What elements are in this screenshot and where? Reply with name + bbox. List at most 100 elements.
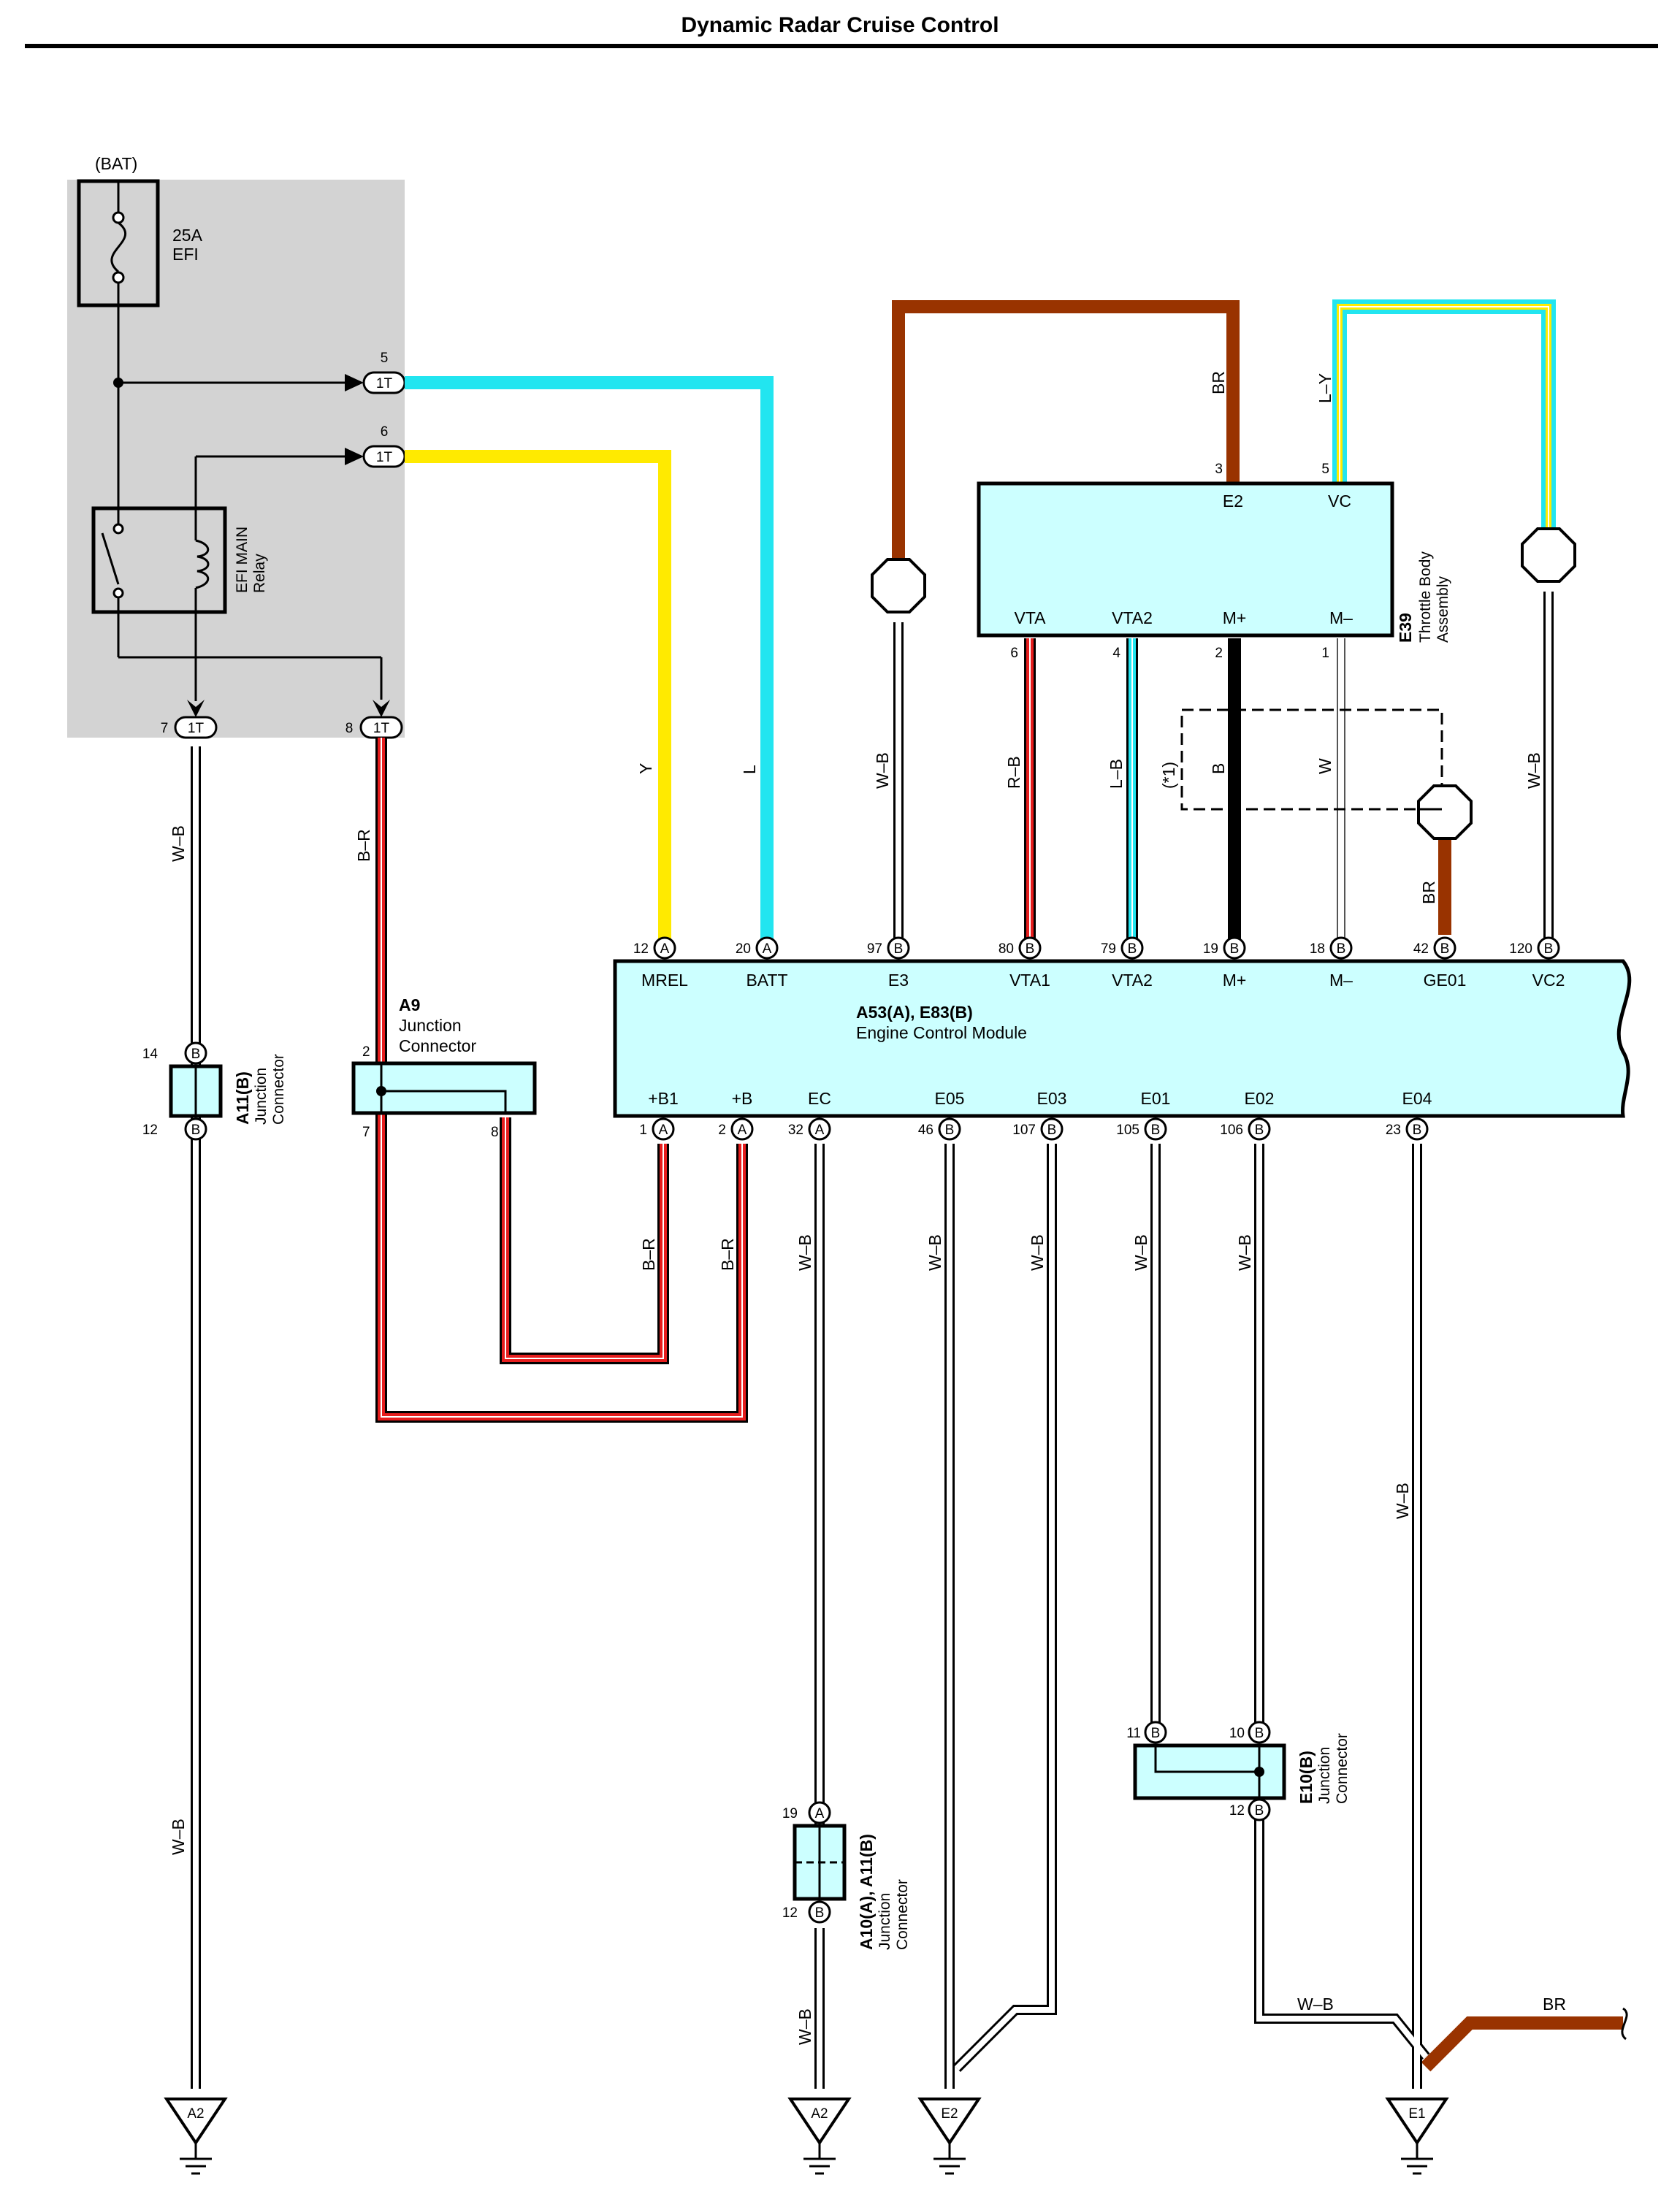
- svg-text:A2: A2: [811, 2106, 828, 2122]
- fuse-name: EFI: [172, 245, 199, 264]
- svg-text:W: W: [1316, 758, 1335, 774]
- ecm-pin-vta2: B79: [1101, 936, 1144, 960]
- ecm-pin-label: +B1: [648, 1089, 679, 1108]
- throttle-pin-number: 3: [1215, 462, 1223, 477]
- svg-text:A: A: [815, 1806, 825, 1821]
- svg-text:BR: BR: [1209, 371, 1228, 394]
- svg-text:E1: E1: [1408, 2106, 1425, 2122]
- svg-text:BR: BR: [1543, 1995, 1566, 2014]
- svg-text:W–B: W–B: [169, 1819, 188, 1855]
- svg-text:A11(B): A11(B): [233, 1071, 252, 1125]
- throttle-pin-number: 2: [1215, 646, 1223, 661]
- ecm-pin-ec: A32: [788, 1117, 831, 1141]
- svg-text:Connector: Connector: [270, 1054, 287, 1125]
- throttle-pin-number: 6: [1010, 646, 1018, 661]
- ecm-pin-label: E3: [888, 971, 909, 990]
- svg-text:W–B: W–B: [1297, 1995, 1334, 2014]
- throttle-pin-label: M+: [1223, 608, 1247, 627]
- svg-text:B: B: [1337, 941, 1346, 957]
- svg-text:B: B: [1151, 1726, 1161, 1741]
- ground-e2-icon: E2: [917, 2098, 982, 2175]
- svg-text:A9: A9: [399, 995, 420, 1014]
- ecm-pin-label: GE01: [1424, 971, 1467, 990]
- svg-text:B: B: [1440, 941, 1450, 957]
- arrow-icon: [373, 700, 390, 717]
- svg-text:B: B: [191, 1123, 201, 1138]
- ecm-pin-label: E01: [1141, 1089, 1171, 1108]
- svg-text:Connector: Connector: [1334, 1733, 1351, 1804]
- ecm-pin-+b1: A1: [639, 1117, 675, 1141]
- connector-1t-pin5: 1T 5: [362, 351, 406, 394]
- title-rule: [25, 44, 1658, 48]
- svg-text:105: 105: [1116, 1123, 1139, 1138]
- svg-text:8: 8: [345, 721, 354, 736]
- svg-text:B–R: B–R: [354, 829, 373, 862]
- shield-ground-octagon: [1521, 527, 1576, 583]
- svg-text:106: 106: [1220, 1123, 1243, 1138]
- svg-text:A: A: [738, 1123, 747, 1138]
- svg-text:BR: BR: [1419, 881, 1438, 904]
- svg-text:107: 107: [1012, 1123, 1036, 1138]
- e10-junction-connector: B B B 11 10 12 E10(B) Junction Connector: [1126, 1721, 1351, 1821]
- wb-wires: [191, 592, 1554, 2089]
- ecm-pin-m–: B 18: [1310, 936, 1353, 960]
- svg-text:23: 23: [1386, 1123, 1401, 1138]
- ecm-pin-label: EC: [808, 1089, 831, 1108]
- svg-text:W–B: W–B: [169, 825, 188, 862]
- svg-text:B: B: [1544, 941, 1554, 957]
- ecm-pin-label: MREL: [641, 971, 688, 990]
- relay-box: (BAT) 25A EFI EFI MAIN Relay: [67, 154, 406, 739]
- svg-text:B: B: [1230, 941, 1240, 957]
- svg-text:20: 20: [736, 941, 751, 957]
- ecm-pin-e05: B46: [918, 1117, 961, 1141]
- svg-text:Junction: Junction: [399, 1016, 462, 1035]
- svg-text:11: 11: [1126, 1726, 1141, 1741]
- ground-e1-icon: E1: [1385, 2098, 1449, 2175]
- arrow-icon: [345, 448, 364, 465]
- svg-text:R–B: R–B: [1004, 756, 1023, 789]
- svg-text:Y: Y: [636, 763, 655, 774]
- svg-text:80: 80: [999, 941, 1014, 957]
- svg-text:L–Y: L–Y: [1316, 373, 1335, 403]
- svg-text:B: B: [1255, 1726, 1264, 1741]
- throttle-pin-label: E2: [1223, 492, 1243, 511]
- svg-text:A2: A2: [187, 2106, 204, 2122]
- svg-text:120: 120: [1509, 941, 1532, 957]
- svg-text:A: A: [659, 1123, 668, 1138]
- ecm-pin-label: E02: [1245, 1089, 1275, 1108]
- svg-text:A: A: [660, 941, 670, 957]
- svg-text:1T: 1T: [188, 721, 205, 736]
- svg-text:12: 12: [142, 1123, 158, 1138]
- efi-main-relay: [91, 506, 227, 614]
- wire-y: [405, 450, 671, 944]
- svg-text:W–B: W–B: [1235, 1234, 1254, 1271]
- svg-text:W–B: W–B: [795, 1234, 814, 1271]
- svg-text:W–B: W–B: [1524, 752, 1543, 789]
- svg-text:1T: 1T: [376, 450, 393, 465]
- svg-text:Connector: Connector: [894, 1879, 911, 1950]
- svg-text:Junction: Junction: [877, 1893, 893, 1950]
- svg-text:W–B: W–B: [795, 2008, 814, 2045]
- ecm-pin-label: E04: [1402, 1089, 1432, 1108]
- throttle-name-1: Throttle Body: [1417, 551, 1434, 643]
- svg-text:2: 2: [362, 1044, 370, 1060]
- svg-text:Connector: Connector: [399, 1036, 476, 1055]
- grounds: A2 A2 E2 E1: [164, 2098, 1449, 2175]
- svg-text:W–B: W–B: [925, 1234, 944, 1271]
- svg-text:1T: 1T: [373, 721, 390, 736]
- svg-text:L: L: [740, 765, 759, 774]
- svg-text:18: 18: [1310, 941, 1325, 957]
- ecm-pin-label: VTA1: [1009, 971, 1050, 990]
- wire-l: [405, 376, 774, 944]
- ecm-pin-label: E05: [935, 1089, 965, 1108]
- arrow-icon: [345, 374, 364, 391]
- svg-text:1T: 1T: [376, 376, 393, 391]
- svg-text:79: 79: [1101, 941, 1116, 957]
- ecm-name: Engine Control Module: [856, 1023, 1027, 1042]
- svg-text:Junction: Junction: [253, 1068, 270, 1125]
- engine-control-module: A53(A), E83(B) Engine Control Module A12…: [613, 936, 1632, 1141]
- svg-text:19: 19: [782, 1806, 798, 1821]
